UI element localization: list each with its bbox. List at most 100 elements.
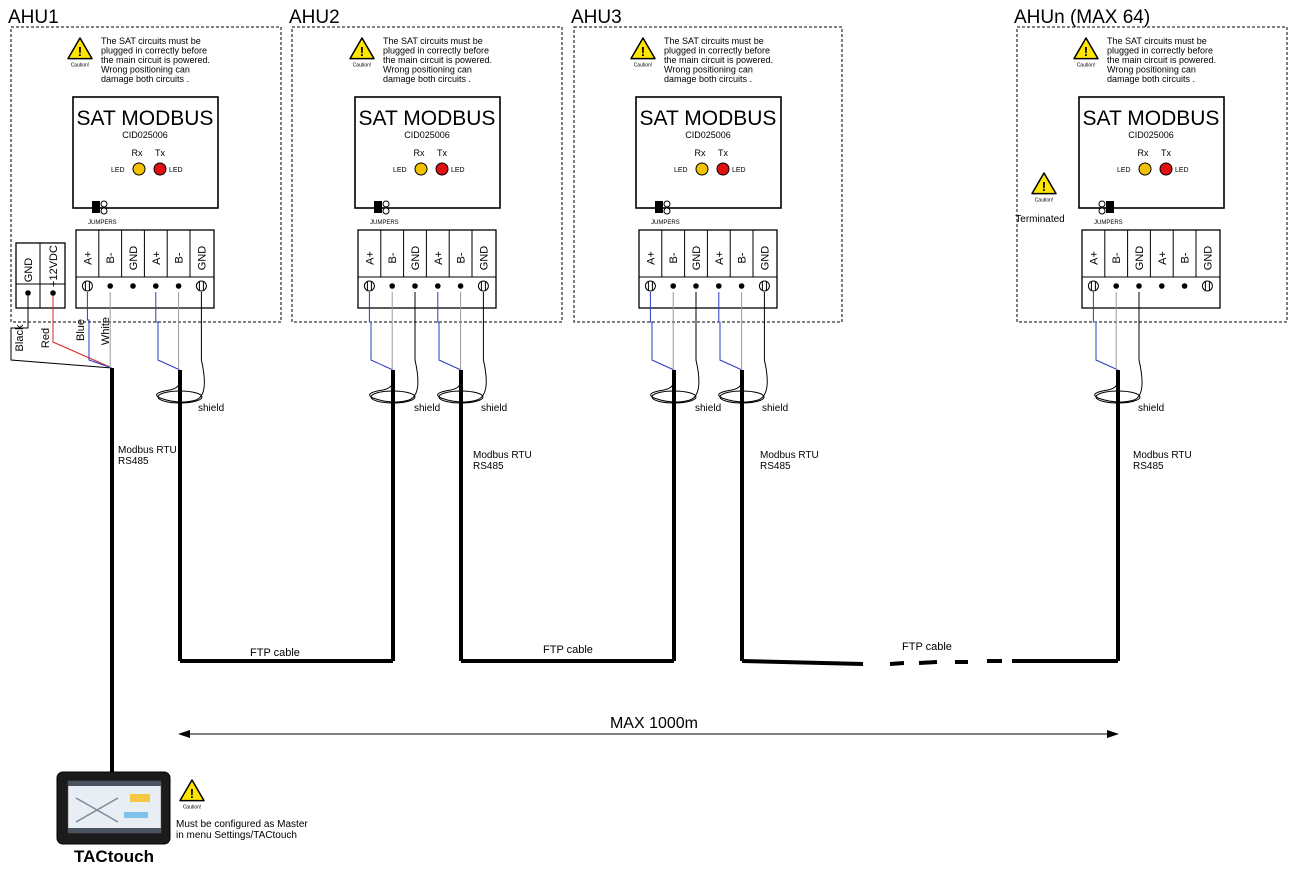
jumper-pin [1098, 207, 1106, 215]
ahu-enclosure [291, 26, 563, 323]
rx-label: Rx [414, 148, 425, 158]
screw-terminal [758, 280, 770, 292]
caution-small-label: Caution! [71, 63, 90, 69]
screw-terminal [195, 280, 207, 292]
shield-label: shield [1138, 403, 1164, 414]
led-label-right: LED [169, 167, 183, 174]
shield-wire [650, 292, 700, 403]
jumpers-label: JUMPERS [651, 220, 680, 226]
screw-terminal [644, 280, 656, 292]
shield-label: shield [198, 403, 224, 414]
jumpers-label: JUMPERS [1094, 220, 1123, 226]
jumper-block [92, 201, 100, 213]
shield-label: shield [481, 403, 507, 414]
module-title: SAT MODBUS [1083, 107, 1220, 130]
terminal-label: A+ [433, 251, 445, 265]
terminal-label: GND [691, 246, 703, 271]
led-label-left: LED [111, 167, 125, 174]
caution-small-label: Caution! [353, 63, 372, 69]
power-terminal-label: GND [23, 258, 35, 283]
module-title: SAT MODBUS [359, 107, 496, 130]
tx-label: Tx [718, 148, 728, 158]
shield-wire [369, 292, 419, 403]
jumper-pin [663, 200, 671, 208]
caution-text-line: Wrong positioning can [664, 65, 753, 75]
tx-led [1159, 162, 1173, 176]
wire-label-black: Black [14, 324, 26, 351]
ahu-enclosure [10, 26, 282, 323]
wire-a [649, 292, 675, 371]
terminal-block [638, 229, 778, 309]
shield-wire [718, 292, 768, 403]
terminal-label: B- [737, 252, 749, 263]
tx-label: Tx [1161, 148, 1171, 158]
terminal-label: GND [128, 246, 140, 271]
master-note-line: Must be configured as Master [176, 819, 308, 830]
shield-wire [1094, 292, 1143, 403]
caution-text-line: Wrong positioning can [383, 65, 472, 75]
pin-terminal [389, 283, 396, 289]
arrow-left [178, 730, 190, 738]
terminal-label: A+ [151, 251, 163, 265]
terminal-label: A+ [1157, 251, 1169, 265]
terminal-label: B- [668, 252, 680, 263]
ftp-cable-label: FTP cable [902, 641, 952, 653]
sat-modbus-module [1078, 96, 1225, 209]
pin-terminal [175, 283, 182, 289]
jumper-pin [100, 207, 108, 215]
screen-graphic [124, 812, 148, 818]
jumpers-label: JUMPERS [370, 220, 399, 226]
ftp-cable-label: FTP cable [543, 644, 593, 656]
rs485-label: RS485 [118, 456, 149, 467]
pin-terminal [50, 290, 56, 296]
screw-terminal [1087, 280, 1099, 292]
pin-terminal [1159, 283, 1165, 289]
pin-terminal [693, 283, 699, 289]
caution-text-line: damage both circuits . [664, 74, 752, 84]
led-label-left: LED [674, 167, 688, 174]
wire-label-red: Red [40, 328, 52, 348]
screw-terminal [81, 280, 93, 292]
ahu-title: AHUn (MAX 64) [1014, 7, 1150, 28]
terminal-label: GND [478, 246, 490, 271]
tx-led [435, 162, 449, 176]
caution-triangle [1073, 37, 1099, 60]
rx-label: Rx [695, 148, 706, 158]
terminal-label: A+ [714, 251, 726, 265]
screen-header [68, 781, 161, 786]
tactouch-device [56, 771, 171, 845]
terminal-label: B- [105, 252, 117, 263]
ahu-enclosure [573, 26, 843, 323]
terminal-label: A+ [645, 251, 657, 265]
caution-text-line: damage both circuits . [101, 74, 189, 84]
pin-terminal [107, 283, 113, 289]
caution-text-line: The SAT circuits must be [1107, 36, 1207, 46]
caution-mark: ! [1084, 44, 1088, 59]
pin-terminal [25, 290, 31, 296]
screw-terminal [477, 280, 489, 292]
tactouch-label: TACtouch [74, 847, 154, 866]
pin-terminal [130, 283, 136, 289]
module-code: CID025006 [122, 130, 168, 140]
pin-terminal [1113, 283, 1119, 289]
pin-terminal [738, 283, 745, 289]
caution-mark: ! [1042, 179, 1046, 194]
caution-text-line: The SAT circuits must be [664, 36, 764, 46]
pin-terminal [1181, 283, 1188, 289]
terminal-label: B- [387, 252, 399, 263]
led-label-left: LED [1117, 167, 1131, 174]
tactouch-screen [67, 780, 162, 834]
terminal-label: GND [196, 246, 208, 271]
rx-led [132, 162, 146, 176]
modbus-label: Modbus RTU [118, 445, 177, 456]
ahu-title: AHU2 [289, 7, 340, 28]
caution-text-line: Wrong positioning can [101, 65, 190, 75]
jumpers-label: JUMPERS [88, 220, 117, 226]
wire-black [10, 296, 113, 369]
screw-terminal [1201, 280, 1213, 292]
sat-modbus-module [354, 96, 501, 209]
ftp-cable-dash [889, 661, 905, 666]
wire-a [1092, 292, 1119, 371]
led-label-right: LED [451, 167, 465, 174]
terminal-label: GND [410, 246, 422, 271]
